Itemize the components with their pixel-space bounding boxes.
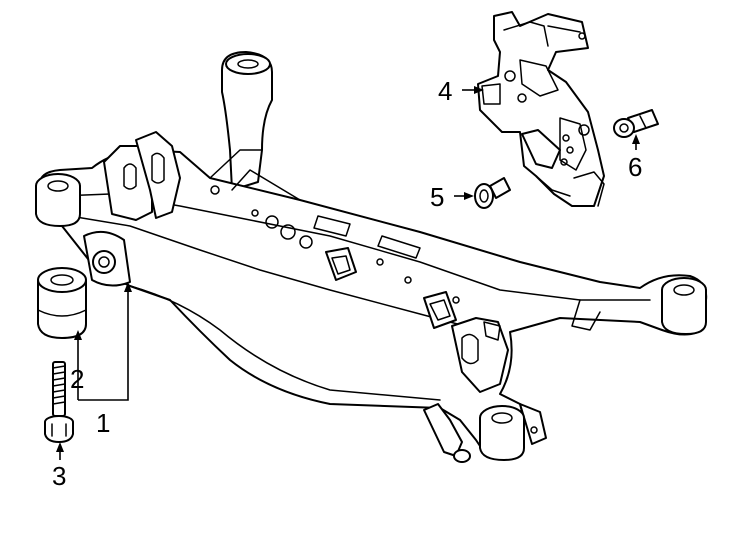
callout-2: 2 (70, 364, 84, 394)
arrowhead-4 (474, 86, 484, 94)
bolt-part-6 (613, 109, 659, 138)
callout-6: 6 (628, 152, 642, 182)
bracket-part-4 (477, 11, 605, 207)
arrowhead-3 (56, 442, 64, 452)
arrowhead-2 (74, 330, 82, 340)
leader-1 (78, 290, 129, 401)
arrowhead-6 (632, 134, 640, 144)
bushing-part-2 (37, 267, 87, 339)
arrowhead-1 (124, 282, 132, 292)
subframe-crossmember (35, 51, 708, 463)
callout-labels: 1 2 3 4 5 6 (52, 76, 642, 491)
callout-4: 4 (438, 76, 452, 106)
callout-leaders (56, 86, 640, 460)
callout-3: 3 (52, 461, 66, 491)
stud-part-5 (474, 177, 511, 209)
arrowhead-5 (464, 192, 474, 200)
callout-5: 5 (430, 182, 444, 212)
bolt-part-3 (44, 361, 74, 443)
callout-1: 1 (96, 408, 110, 438)
